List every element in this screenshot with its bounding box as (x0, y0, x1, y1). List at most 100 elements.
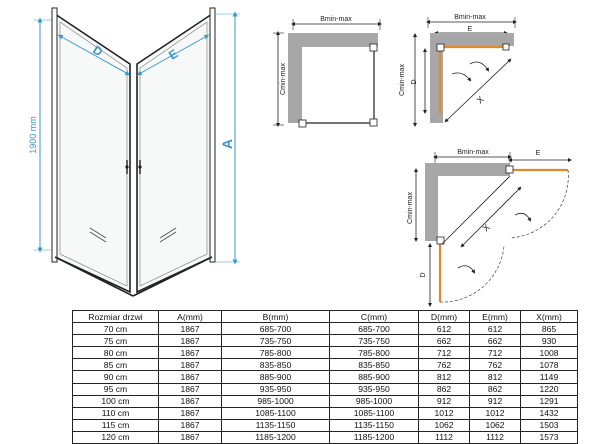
plan3-d-label: D (420, 272, 427, 277)
table-cell: 712 (418, 346, 470, 360)
plan2-d-label: D (411, 79, 418, 84)
dimension-d-line (57, 34, 131, 76)
table-cell: 865 (520, 322, 578, 336)
table-cell: 662 (469, 334, 521, 348)
plan3-side-label: Cmin-max (407, 192, 414, 224)
table-cell: 1867 (158, 394, 222, 408)
table-cell: 80 cm (72, 346, 159, 360)
table-cell: 735-750 (329, 334, 419, 348)
table-cell: 1078 (520, 358, 578, 372)
table-cell: 70 cm (72, 322, 159, 336)
technical-drawing: 1900 mm D E A (28, 7, 572, 307)
table-cell: 885-900 (329, 370, 419, 384)
plan3-top-label: Bmin-max (457, 149, 489, 156)
dimension-e-line (136, 34, 210, 76)
table-cell: 762 (469, 358, 521, 372)
table-cell: 835-850 (221, 358, 330, 372)
table-cell: 685-700 (221, 322, 330, 336)
plan2-x-label: X (475, 94, 486, 105)
table-cell: 100 cm (72, 394, 159, 408)
enclosure-elevation: 1900 mm D E A (28, 7, 240, 297)
table-cell: 110 cm (72, 406, 159, 420)
table-cell: 935-950 (221, 382, 330, 396)
table-cell: 912 (469, 394, 521, 408)
plan3-e-label: E (536, 150, 541, 157)
wall-top (288, 33, 378, 47)
plan1-side-label: Cmin-max (280, 63, 287, 95)
header-a: A(mm) (158, 309, 222, 324)
table-cell: 835-850 (329, 358, 419, 372)
header-e: E(mm) (469, 309, 521, 324)
plan-view-closed: Bmin-max Cmin-max (273, 16, 382, 128)
table-cell: 1220 (520, 382, 578, 396)
plan2-side-label: Cmin-max (399, 64, 406, 96)
table-cell: 985-1000 (329, 394, 419, 408)
table-cell: 1867 (158, 382, 222, 396)
header-x: X(mm) (520, 309, 578, 324)
plan2-top-label: Bmin-max (454, 14, 486, 21)
header-door-size: Rozmiar drzwi (72, 309, 159, 324)
plan2-e-label: E (468, 26, 473, 33)
table-cell: 930 (520, 334, 578, 348)
table-cell: 612 (418, 322, 470, 336)
table-cell: 1062 (418, 418, 470, 432)
table-cell: 1008 (520, 346, 578, 360)
table-cell: 1867 (158, 346, 222, 360)
table-cell: 885-900 (221, 370, 330, 384)
table-cell: 1012 (418, 406, 470, 420)
table-cell: 1062 (469, 418, 521, 432)
table-cell: 1867 (158, 322, 222, 336)
dimension-a-label: A (219, 139, 235, 149)
header-d: D(mm) (418, 309, 470, 324)
table-cell: 935-950 (329, 382, 419, 396)
table-cell: 1867 (158, 418, 222, 432)
table-cell: 712 (469, 346, 521, 360)
table-cell: 1867 (158, 370, 222, 384)
table-cell: 1291 (520, 394, 578, 408)
table-cell: 1135-1150 (221, 418, 330, 432)
plan-view-open-two: Bmin-max E Cmin-max D X (407, 149, 572, 307)
plan3-x-label: X (481, 222, 492, 233)
table-cell: 685-700 (329, 322, 419, 336)
table-cell: 785-800 (221, 346, 330, 360)
table-cell: 735-750 (221, 334, 330, 348)
header-c: C(mm) (329, 309, 419, 324)
table-cell: 612 (469, 322, 521, 336)
table-cell: 1867 (158, 358, 222, 372)
table-cell: 862 (469, 382, 521, 396)
table-cell: 1012 (469, 406, 521, 420)
table-cell: 1867 (158, 406, 222, 420)
table-cell: 1149 (520, 370, 578, 384)
table-cell: 90 cm (72, 370, 159, 384)
table-cell: 85 cm (72, 358, 159, 372)
plan-view-open-one: Bmin-max E Cmin-max D X (399, 14, 517, 127)
plan1-top-label: Bmin-max (320, 16, 352, 23)
table-header-row: Rozmiar drzwi A(mm) B(mm) C(mm) D(mm) E(… (72, 309, 578, 324)
table-cell: 1085-1100 (329, 406, 419, 420)
height-label: 1900 mm (28, 116, 38, 154)
table-cell: 95 cm (72, 382, 159, 396)
table-cell: 785-800 (329, 346, 419, 360)
dimensions-table: Rozmiar drzwi A(mm) B(mm) C(mm) D(mm) E(… (72, 309, 578, 444)
table-cell: 75 cm (72, 334, 159, 348)
header-b: B(mm) (221, 309, 330, 324)
table-cell: 1085-1100 (221, 406, 330, 420)
table-cell: 762 (418, 358, 470, 372)
table-cell: 912 (418, 394, 470, 408)
table-cell: 862 (418, 382, 470, 396)
table-cell: 985-1000 (221, 394, 330, 408)
table-cell: 812 (469, 370, 521, 384)
table-cell: 812 (418, 370, 470, 384)
table-cell: 1867 (158, 334, 222, 348)
table-cell: 662 (418, 334, 470, 348)
